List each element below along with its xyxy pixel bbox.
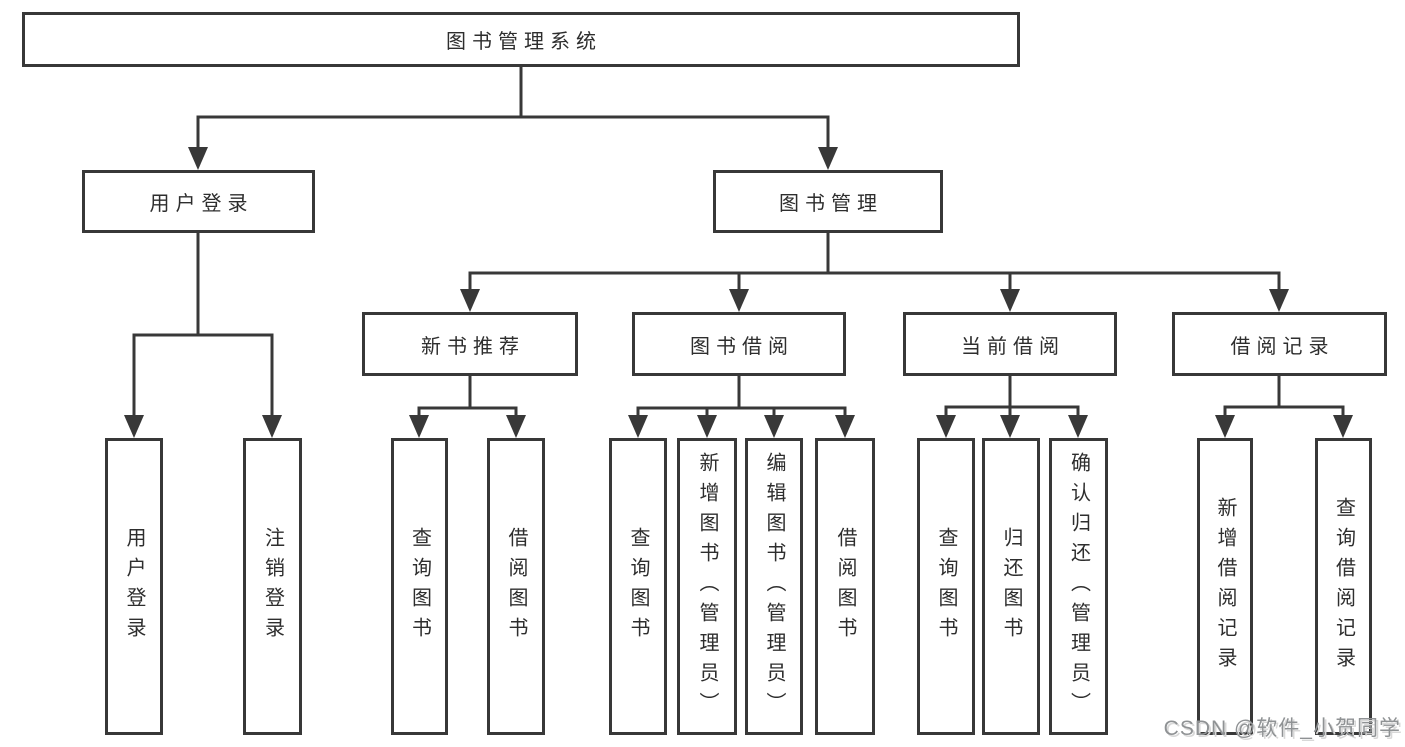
arrowheads [124, 147, 1353, 438]
leaf-edit-books-admin: 编辑图书（管理员） [745, 438, 803, 735]
leaf-query-borrow-record: 查询借阅记录 [1315, 438, 1372, 735]
node-book-management: 图书管理 [713, 170, 943, 233]
connector-book-borrowing [636, 376, 847, 420]
leaf-query-books-borrowing: 查询图书 [609, 438, 667, 735]
csdn-watermark: CSDN @软件_小贺同学 [1163, 717, 1401, 740]
connector-root [196, 67, 830, 152]
node-new-book-recommendation: 新书推荐 [362, 312, 578, 376]
leaf-query-books-current: 查询图书 [917, 438, 975, 735]
node-current-borrowing: 当前借阅 [903, 312, 1117, 376]
node-book-borrowing: 图书借阅 [632, 312, 846, 376]
node-user-login: 用户登录 [82, 170, 315, 233]
leaf-borrow-books-recommend: 借阅图书 [487, 438, 545, 735]
connector-book-management [468, 233, 1281, 294]
leaf-return-books: 归还图书 [982, 438, 1040, 735]
node-library-management-system: 图书管理系统 [22, 12, 1020, 67]
leaf-user-login: 用户登录 [105, 438, 163, 735]
leaf-query-books-recommend: 查询图书 [391, 438, 448, 735]
leaf-add-borrow-record: 新增借阅记录 [1197, 438, 1253, 735]
node-borrowing-records: 借阅记录 [1172, 312, 1387, 376]
leaf-logout-login: 注销登录 [243, 438, 302, 735]
connector-new-book [417, 376, 518, 420]
leaf-borrow-books-borrowing: 借阅图书 [815, 438, 875, 735]
leaf-add-books-admin: 新增图书（管理员） [677, 438, 737, 735]
connector-borrow-records [1223, 376, 1345, 420]
connector-current-borrowing [944, 376, 1080, 420]
leaf-confirm-return-admin: 确认归还（管理员） [1049, 438, 1108, 735]
connector-user-login [132, 233, 274, 420]
